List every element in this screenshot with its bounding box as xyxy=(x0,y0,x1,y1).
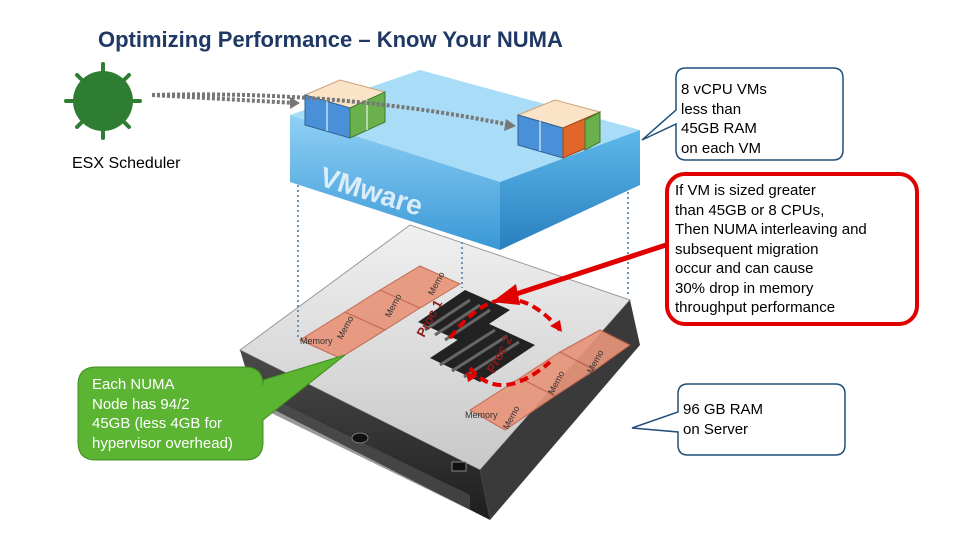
warning-arrow xyxy=(492,242,667,305)
vm-size-line: 45GB RAM xyxy=(681,120,757,137)
callout-numa-node xyxy=(77,354,346,461)
numa-warning-line: than 45GB or 8 CPUs, xyxy=(675,201,825,219)
vm-size-line: on each VM xyxy=(681,139,762,157)
numa-warning-line: Then NUMA interleaving and xyxy=(675,221,867,238)
numa-node-line: 45GB (less 4GB for xyxy=(92,415,223,432)
memory-tiles xyxy=(298,265,631,431)
numa-warning-line: 30% drop in memory xyxy=(675,279,814,297)
numa-node-note: Each NUMA Node has 94/2 45GB (less 4GB f… xyxy=(92,375,233,453)
scheduler-arrows xyxy=(151,92,511,127)
page-title: Optimizing Performance – Know Your NUMA xyxy=(98,27,563,52)
vm-size-line: 8 vCPU VMs xyxy=(681,81,767,98)
server-ram-note: 96 GB RAM on Server xyxy=(683,400,763,439)
numa-warning-line: subsequent migration xyxy=(675,240,819,258)
numa-warning-line: If VM is sized greater xyxy=(675,182,816,199)
processor-2 xyxy=(430,322,535,382)
numa-node-line: hypervisor overhead) xyxy=(92,434,233,452)
vm-cube-2 xyxy=(516,99,602,159)
callout-vm-size xyxy=(641,67,844,161)
numa-warning-line: throughput performance xyxy=(675,299,836,316)
numa-warning-line: occur and can cause xyxy=(675,260,814,277)
numa-warning-note: If VM is sized greater than 45GB or 8 CP… xyxy=(675,181,867,318)
server-ram-line: 96 GB RAM xyxy=(683,401,764,418)
esx-scheduler-label: ESX Scheduler xyxy=(72,155,181,172)
memory-label-2: Memory xyxy=(465,410,498,420)
vm-size-line: less than xyxy=(681,100,742,118)
vm-size-note: 8 vCPU VMs less than 45GB RAM on each VM xyxy=(681,80,767,158)
callout-numa-warning xyxy=(665,172,919,326)
esx-scheduler-icon xyxy=(64,62,142,140)
interleave-arrows xyxy=(448,297,562,388)
vmware-to-server-connectors xyxy=(297,182,629,338)
server-ram-line: on Server xyxy=(683,420,749,438)
memory-label-1: Memory xyxy=(300,336,333,346)
numa-node-line: Node has 94/2 xyxy=(92,395,190,413)
vm-cube-1 xyxy=(303,79,387,139)
numa-node-line: Each NUMA xyxy=(92,376,175,393)
callout-server-ram xyxy=(631,383,846,456)
